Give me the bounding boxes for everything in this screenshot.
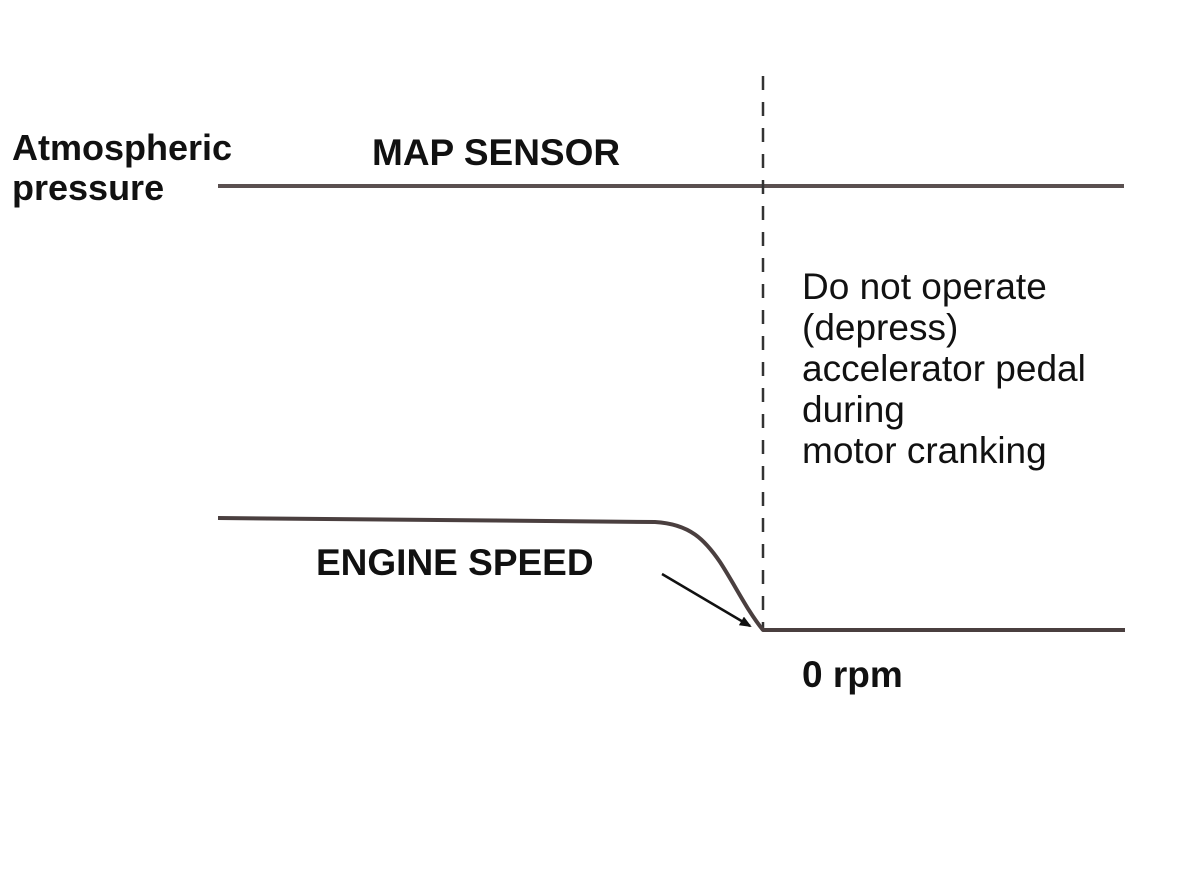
zero-rpm-label: 0 rpm: [802, 654, 903, 695]
cranking-note-line2: (depress): [802, 307, 959, 348]
cranking-note-line4: during: [802, 389, 905, 430]
atmospheric-pressure-label: Atmospheric pressure: [12, 128, 232, 208]
engine-speed-line: [217, 516, 1125, 632]
engine-speed-pointer-arrow: [661, 572, 752, 628]
map-sensor-label: MAP SENSOR: [372, 132, 621, 173]
cranking-note-line1: Do not operate: [802, 266, 1047, 307]
engine-speed-label: ENGINE SPEED: [316, 542, 594, 583]
atmospheric-pressure-label-line1: Atmospheric: [12, 127, 233, 168]
cranking-note: Do not operate (depress) accelerator ped…: [802, 266, 1086, 471]
atmospheric-pressure-label-line2: pressure: [12, 167, 165, 208]
cranking-note-line3: accelerator pedal: [802, 348, 1086, 389]
cranking-note-line5: motor cranking: [802, 430, 1047, 471]
